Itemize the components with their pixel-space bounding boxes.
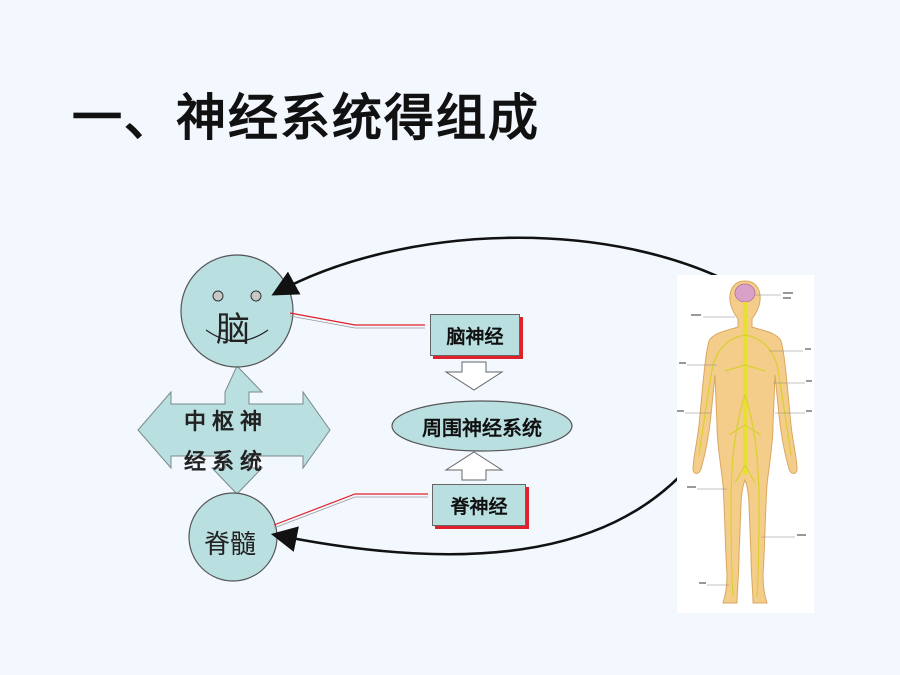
annotation-ticks (677, 292, 812, 584)
peripheral-oval (391, 400, 573, 452)
slide-title: 一、神经系统得组成 (72, 89, 540, 147)
down-arrow-to-oval (444, 361, 504, 391)
cranial-nerves-box: 脑神经 (430, 314, 520, 356)
annotation-lines (685, 294, 805, 586)
brain-to-cranial-link-shadow (289, 315, 425, 329)
human-body-figure (677, 275, 814, 613)
cross-arrow-shape (137, 365, 331, 495)
brain-to-cranial-link (289, 312, 425, 326)
spine-to-spinal-nerve-link (273, 493, 428, 526)
arrow-body-to-brain (271, 236, 746, 296)
brain-circle (180, 254, 294, 368)
central-nervous-system-label: 中枢神经系统 (183, 409, 268, 475)
brain-highlight (734, 283, 756, 303)
brain-eye-right (250, 290, 262, 302)
up-arrow-to-oval (444, 451, 504, 481)
brain-label: 脑 (216, 310, 250, 350)
human-body-illustration (677, 280, 812, 604)
spinal-cord-label: 脊髓 (204, 530, 257, 560)
brain-smile (205, 329, 269, 342)
peripheral-nervous-system-label: 周围神经系统 (422, 415, 542, 440)
spinal-nerves-box: 脊神经 (432, 484, 526, 526)
arrow-body-to-spinal-cord (270, 369, 747, 556)
spine-to-spinal-nerve-link-shadow (273, 496, 428, 529)
brain-eye-left (212, 290, 224, 302)
